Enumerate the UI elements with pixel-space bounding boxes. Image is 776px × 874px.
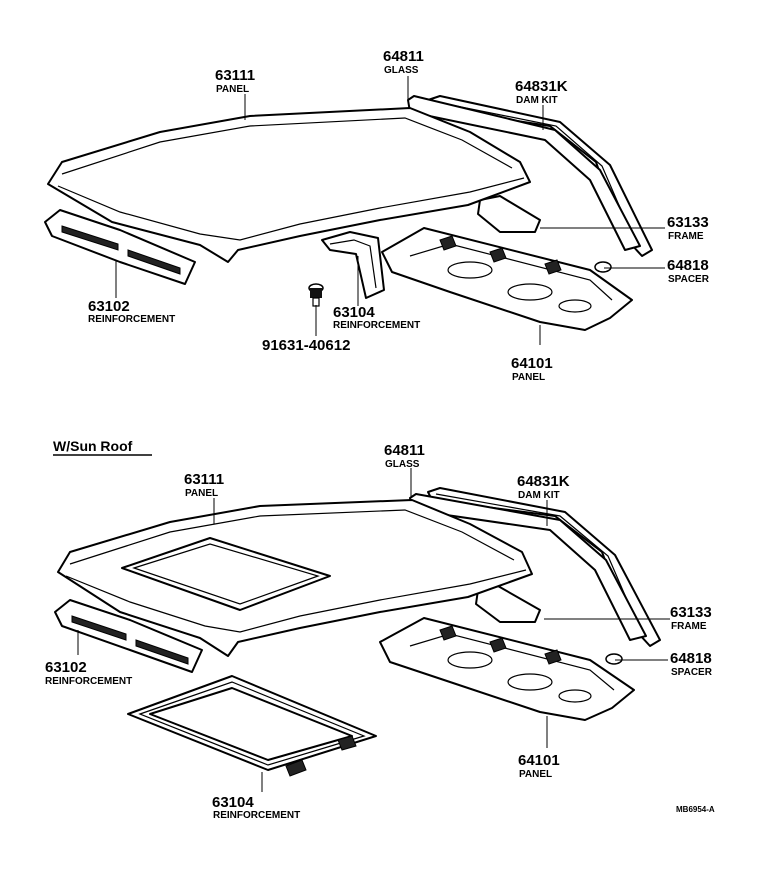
svg-text:64831K: 64831K bbox=[515, 78, 568, 95]
svg-text:REINFORCEMENT: REINFORCEMENT bbox=[333, 320, 420, 331]
svg-text:64101: 64101 bbox=[518, 752, 560, 769]
svg-text:64831K: 64831K bbox=[517, 473, 570, 490]
svg-text:GLASS: GLASS bbox=[384, 65, 419, 76]
bottom-label-spacer: 64818 SPACER bbox=[670, 650, 713, 678]
top-frame-part bbox=[477, 195, 541, 233]
top-roof-panel-part bbox=[47, 107, 531, 263]
top-label-dam-kit: 64831K DAM KIT bbox=[515, 78, 568, 106]
top-spacer-part bbox=[594, 261, 612, 273]
svg-text:SPACER: SPACER bbox=[668, 274, 710, 285]
svg-text:PANEL: PANEL bbox=[216, 84, 249, 95]
top-label-back-panel: 64101 PANEL bbox=[511, 355, 553, 383]
svg-text:SPACER: SPACER bbox=[671, 667, 713, 678]
svg-text:PANEL: PANEL bbox=[185, 488, 218, 499]
svg-text:FRAME: FRAME bbox=[668, 231, 704, 242]
bottom-label-dam-kit: 64831K DAM KIT bbox=[517, 473, 570, 501]
svg-text:63111: 63111 bbox=[215, 67, 255, 84]
top-leader-lines bbox=[115, 76, 665, 345]
svg-text:64818: 64818 bbox=[670, 650, 712, 667]
svg-text:63102: 63102 bbox=[45, 659, 87, 676]
svg-text:REINFORCEMENT: REINFORCEMENT bbox=[88, 314, 175, 325]
svg-text:PANEL: PANEL bbox=[512, 372, 545, 383]
bottom-label-panel: 63111 PANEL bbox=[184, 471, 224, 499]
svg-text:FRAME: FRAME bbox=[671, 621, 707, 632]
top-glass-part bbox=[407, 95, 641, 251]
top-back-panel-part bbox=[381, 227, 633, 331]
svg-text:DAM KIT: DAM KIT bbox=[516, 95, 558, 106]
bottom-sunroof-reinforcement-part bbox=[127, 675, 377, 777]
top-bolt-part bbox=[308, 283, 324, 307]
top-assembly: 63111 PANEL 64811 GLASS 64831K DAM KIT 6… bbox=[44, 48, 710, 383]
svg-text:GLASS: GLASS bbox=[385, 459, 420, 470]
top-mid-reinforcement-part bbox=[321, 231, 385, 299]
bottom-back-panel-part bbox=[379, 617, 635, 721]
svg-text:REINFORCEMENT: REINFORCEMENT bbox=[213, 810, 300, 821]
diagram-code: MB6954-A bbox=[676, 805, 715, 814]
bottom-label-frame: 63133 FRAME bbox=[670, 604, 712, 632]
bottom-leader-lines bbox=[77, 468, 670, 792]
svg-text:REINFORCEMENT: REINFORCEMENT bbox=[45, 676, 132, 687]
bottom-label-glass: 64811 GLASS bbox=[384, 442, 425, 470]
sunroof-section-title: W/Sun Roof bbox=[53, 438, 133, 454]
svg-text:63133: 63133 bbox=[670, 604, 712, 621]
bottom-label-back-panel: 64101 PANEL bbox=[518, 752, 560, 780]
svg-text:64811: 64811 bbox=[384, 442, 425, 459]
bottom-label-front-reinforcement: 63102 REINFORCEMENT bbox=[45, 659, 132, 687]
svg-text:64818: 64818 bbox=[667, 257, 709, 274]
top-label-panel: 63111 PANEL bbox=[215, 67, 255, 95]
bottom-front-reinforcement-part bbox=[54, 599, 203, 673]
bottom-roof-panel-part bbox=[57, 499, 533, 657]
svg-text:64101: 64101 bbox=[511, 355, 553, 372]
svg-text:63104: 63104 bbox=[212, 794, 254, 811]
top-label-glass: 64811 GLASS bbox=[383, 48, 424, 76]
bottom-spacer-part bbox=[605, 653, 623, 665]
top-label-bolt: 91631-40612 bbox=[262, 337, 350, 354]
top-label-spacer: 64818 SPACER bbox=[667, 257, 710, 285]
bottom-assembly: W/Sun Roof bbox=[45, 438, 715, 821]
bottom-label-sunroof-reinforcement: 63104 REINFORCEMENT bbox=[212, 794, 300, 821]
svg-text:63102: 63102 bbox=[88, 298, 130, 315]
svg-text:91631-40612: 91631-40612 bbox=[262, 337, 350, 354]
svg-text:PANEL: PANEL bbox=[519, 769, 552, 780]
svg-text:63104: 63104 bbox=[333, 304, 375, 321]
top-label-frame: 63133 FRAME bbox=[667, 214, 709, 242]
top-front-reinforcement-part bbox=[44, 209, 196, 285]
svg-text:63111: 63111 bbox=[184, 471, 224, 488]
top-label-front-reinforcement: 63102 REINFORCEMENT bbox=[88, 298, 175, 325]
top-label-mid-reinforcement: 63104 REINFORCEMENT bbox=[333, 304, 420, 331]
svg-text:63133: 63133 bbox=[667, 214, 709, 231]
svg-text:DAM KIT: DAM KIT bbox=[518, 490, 560, 501]
svg-text:64811: 64811 bbox=[383, 48, 424, 65]
